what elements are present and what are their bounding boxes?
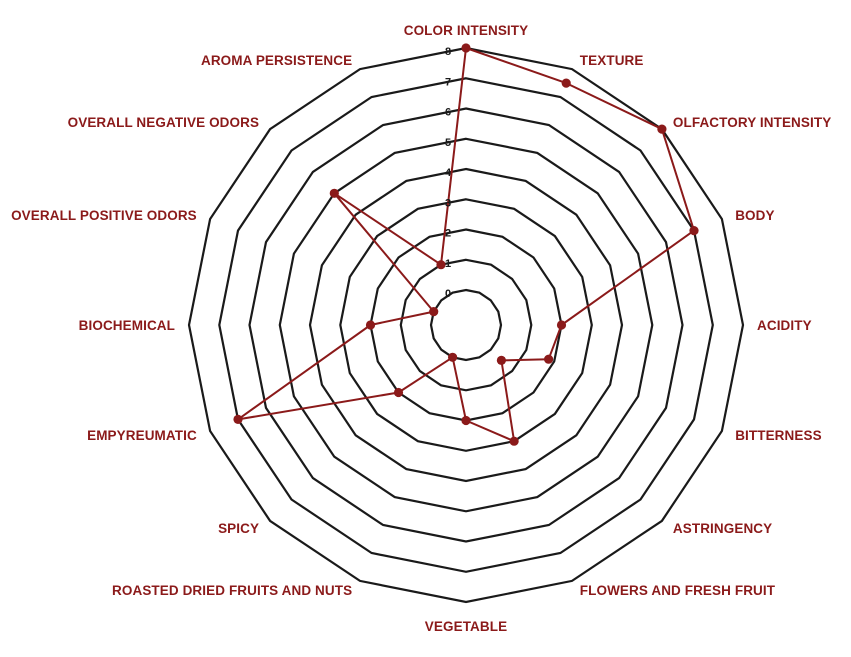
tick-label-3: 3 (445, 197, 451, 209)
data-point-0 (461, 43, 471, 53)
data-point-13 (429, 307, 439, 317)
grid-ring-3 (339, 198, 593, 452)
tick-layer: 0 1 2 3 4 5 6 7 8 (445, 46, 452, 300)
category-label-2: OLFACTORY INTENSITY (673, 115, 831, 130)
data-point-15 (436, 260, 446, 270)
category-label-3: BODY (735, 208, 774, 223)
category-label-8: VEGETABLE (425, 619, 507, 634)
data-point-10 (393, 387, 404, 398)
tick-label-6: 6 (445, 107, 451, 119)
data-point-14 (329, 188, 339, 198)
grid-ring-6 (248, 107, 684, 543)
category-label-5: BITTERNESS (735, 428, 822, 443)
category-label-11: EMPYREUMATIC (87, 428, 197, 443)
label-layer: COLOR INTENSITY TEXTURE OLFACTORY INTENSIT… (11, 23, 831, 634)
category-label-14: OVERALL NEGATIVE ODORS (68, 115, 259, 130)
category-label-1: TEXTURE (580, 53, 644, 68)
series-line-0 (237, 47, 695, 443)
data-point-7 (509, 436, 519, 446)
grid-ring-5 (278, 137, 654, 513)
data-point-11 (233, 414, 243, 424)
grid-ring-0 (429, 288, 503, 362)
data-point-8 (461, 415, 471, 426)
data-point-6 (496, 355, 506, 365)
grid-ring-7 (218, 77, 714, 573)
category-label-9: ROASTED DRIED FRUITS AND NUTS (112, 583, 352, 598)
category-label-10: SPICY (218, 521, 259, 536)
grid-layer (187, 46, 745, 604)
data-point-12 (365, 320, 376, 330)
data-point-9 (448, 352, 458, 362)
tick-label-1: 1 (445, 258, 451, 270)
tick-label-4: 4 (445, 167, 452, 179)
category-label-13: OVERALL POSITIVE ODORS (11, 208, 197, 223)
category-label-12: BIOCHEMICAL (79, 318, 175, 333)
category-label-4: ACIDITY (757, 318, 812, 333)
grid-ring-8 (187, 46, 745, 604)
tick-label-8: 8 (445, 46, 451, 58)
tick-label-7: 7 (445, 76, 451, 88)
category-label-0: COLOR INTENSITY (404, 23, 529, 38)
category-label-15: AROMA PERSISTENCE (201, 53, 352, 68)
data-point-4 (556, 320, 567, 330)
tick-label-0: 0 (445, 288, 451, 300)
data-point-3 (689, 226, 699, 236)
grid-ring-4 (308, 167, 624, 483)
data-point-2 (657, 124, 667, 134)
tick-label-5: 5 (445, 137, 451, 149)
grid-ring-1 (399, 258, 533, 392)
category-label-6: ASTRINGENCY (673, 521, 772, 536)
data-point-1 (561, 78, 571, 88)
category-label-7: FLOWERS AND FRESH FRUIT (580, 583, 776, 598)
data-point-5 (544, 354, 554, 364)
series-layer (233, 43, 699, 446)
tick-label-2: 2 (445, 228, 451, 240)
